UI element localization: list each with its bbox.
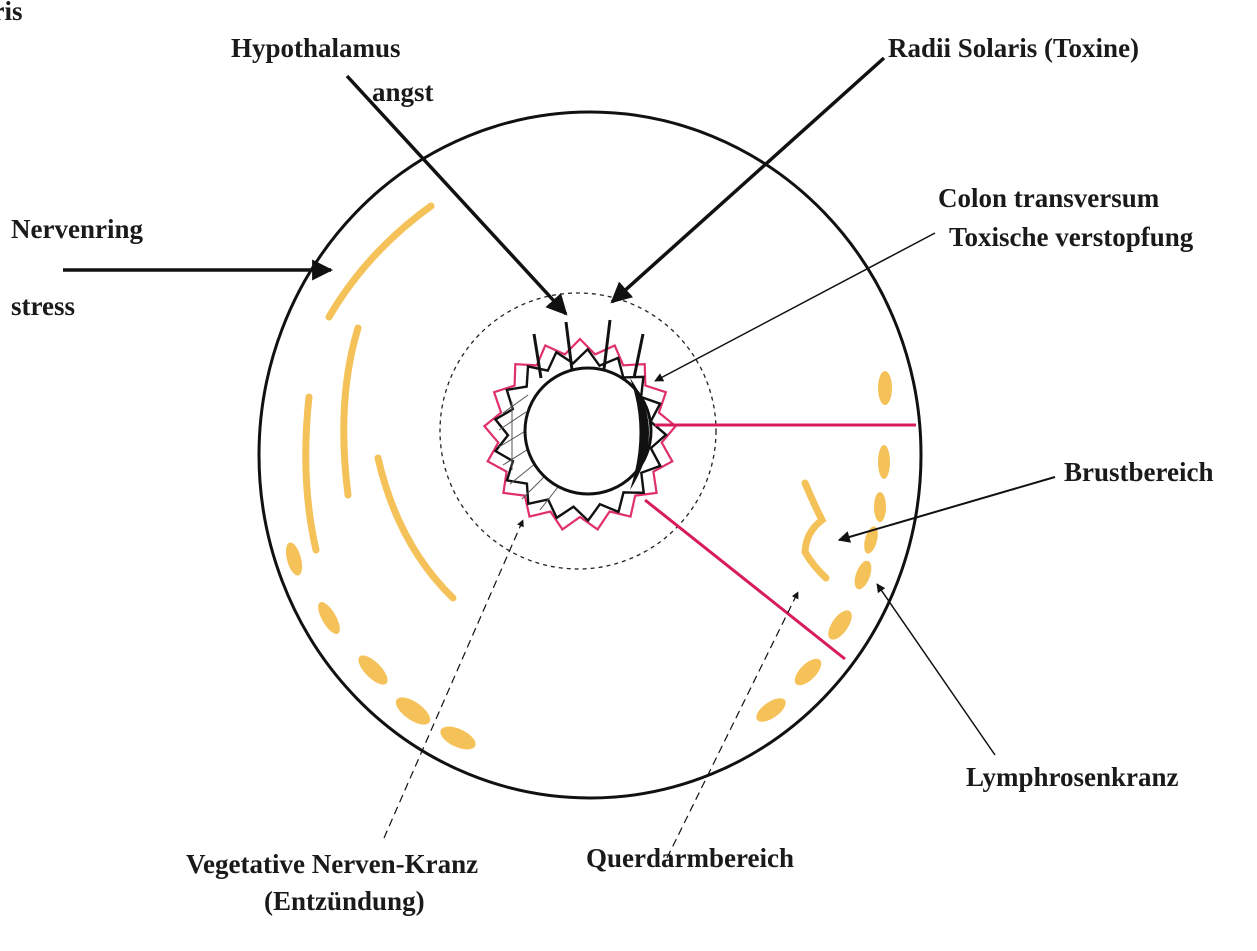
- rosary-dot: [752, 694, 789, 727]
- label-hypothalamus: Hypothalamus: [231, 33, 401, 63]
- rosary-dot: [391, 692, 434, 730]
- rosary-dot: [878, 371, 892, 405]
- rosary-dot: [354, 651, 392, 689]
- label-colon-transversum: Colon transversum: [938, 183, 1160, 213]
- nerve-ring-arc: [329, 206, 431, 317]
- nerve-ring-arc: [378, 458, 453, 598]
- brustbereich-arrow: [839, 477, 1055, 540]
- rosary-dot: [314, 599, 344, 637]
- label-nervenring: Nervenring: [11, 214, 143, 244]
- label-radii-solaris: Radii Solaris (Toxine): [888, 33, 1139, 63]
- vegetative-nerven-kranz-pointer: [384, 520, 523, 838]
- rosary-dot: [824, 606, 857, 643]
- label-vegetative-nerven-kranz: Vegetative Nerven-Kranz: [186, 849, 478, 879]
- label-entzuendung: (Entzündung): [264, 886, 425, 916]
- radii-solaris-arrow: [612, 58, 884, 302]
- label-stress: stress: [11, 291, 75, 321]
- rosary-dot: [790, 654, 825, 689]
- lymphrosenkranz-pointer: [877, 584, 995, 755]
- colon-transversum-pointer: [655, 233, 935, 381]
- rosary-dot: [283, 541, 305, 577]
- querdarmbereich-pointer: [667, 592, 798, 858]
- nerve-ring-arc: [344, 328, 358, 495]
- rosary-dot: [874, 492, 886, 522]
- diagram-title: Iris: [0, 0, 23, 26]
- label-toxische-verstopfung: Toxische verstopfung: [949, 222, 1194, 252]
- label-lymphrosenkranz: Lymphrosenkranz: [966, 762, 1179, 792]
- hypothalamus-arrow: [347, 76, 566, 314]
- pupil: [525, 368, 651, 494]
- label-brustbereich: Brustbereich: [1064, 457, 1214, 487]
- rosary-dot: [851, 559, 874, 592]
- lymph-wavy-marking: [805, 483, 826, 578]
- rosary-dot: [437, 722, 479, 754]
- label-querdarmbereich: Querdarmbereich: [586, 843, 794, 873]
- label-angst: angst: [372, 77, 434, 107]
- rosary-dot: [878, 445, 890, 479]
- nerve-ring-arc: [306, 397, 316, 550]
